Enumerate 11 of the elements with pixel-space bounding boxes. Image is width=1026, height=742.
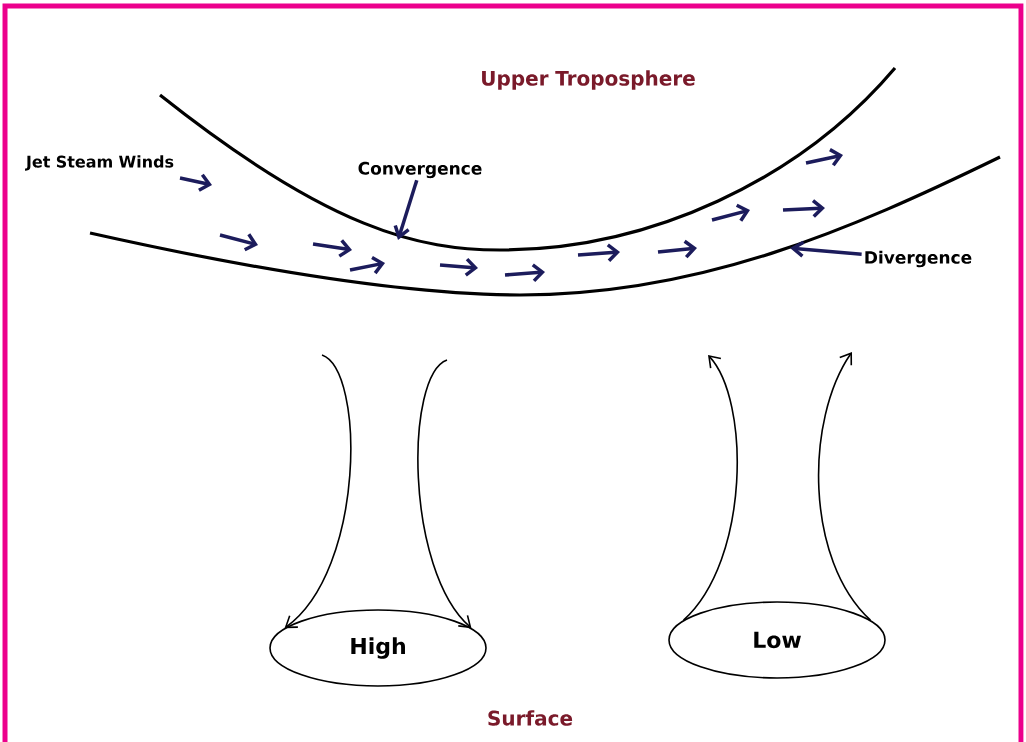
label-text: Jet Steam Winds [25, 155, 174, 171]
callout-text: Convergence [358, 161, 482, 179]
callout-text: Divergence [865, 250, 972, 268]
arrow [682, 355, 738, 621]
arrow [393, 179, 419, 240]
arrow [790, 240, 862, 258]
label-text: Upper Troposphere [482, 70, 695, 90]
arrow [284, 354, 352, 629]
arrow [417, 359, 472, 629]
arrow [818, 352, 872, 621]
label-text: Surface [488, 710, 573, 726]
